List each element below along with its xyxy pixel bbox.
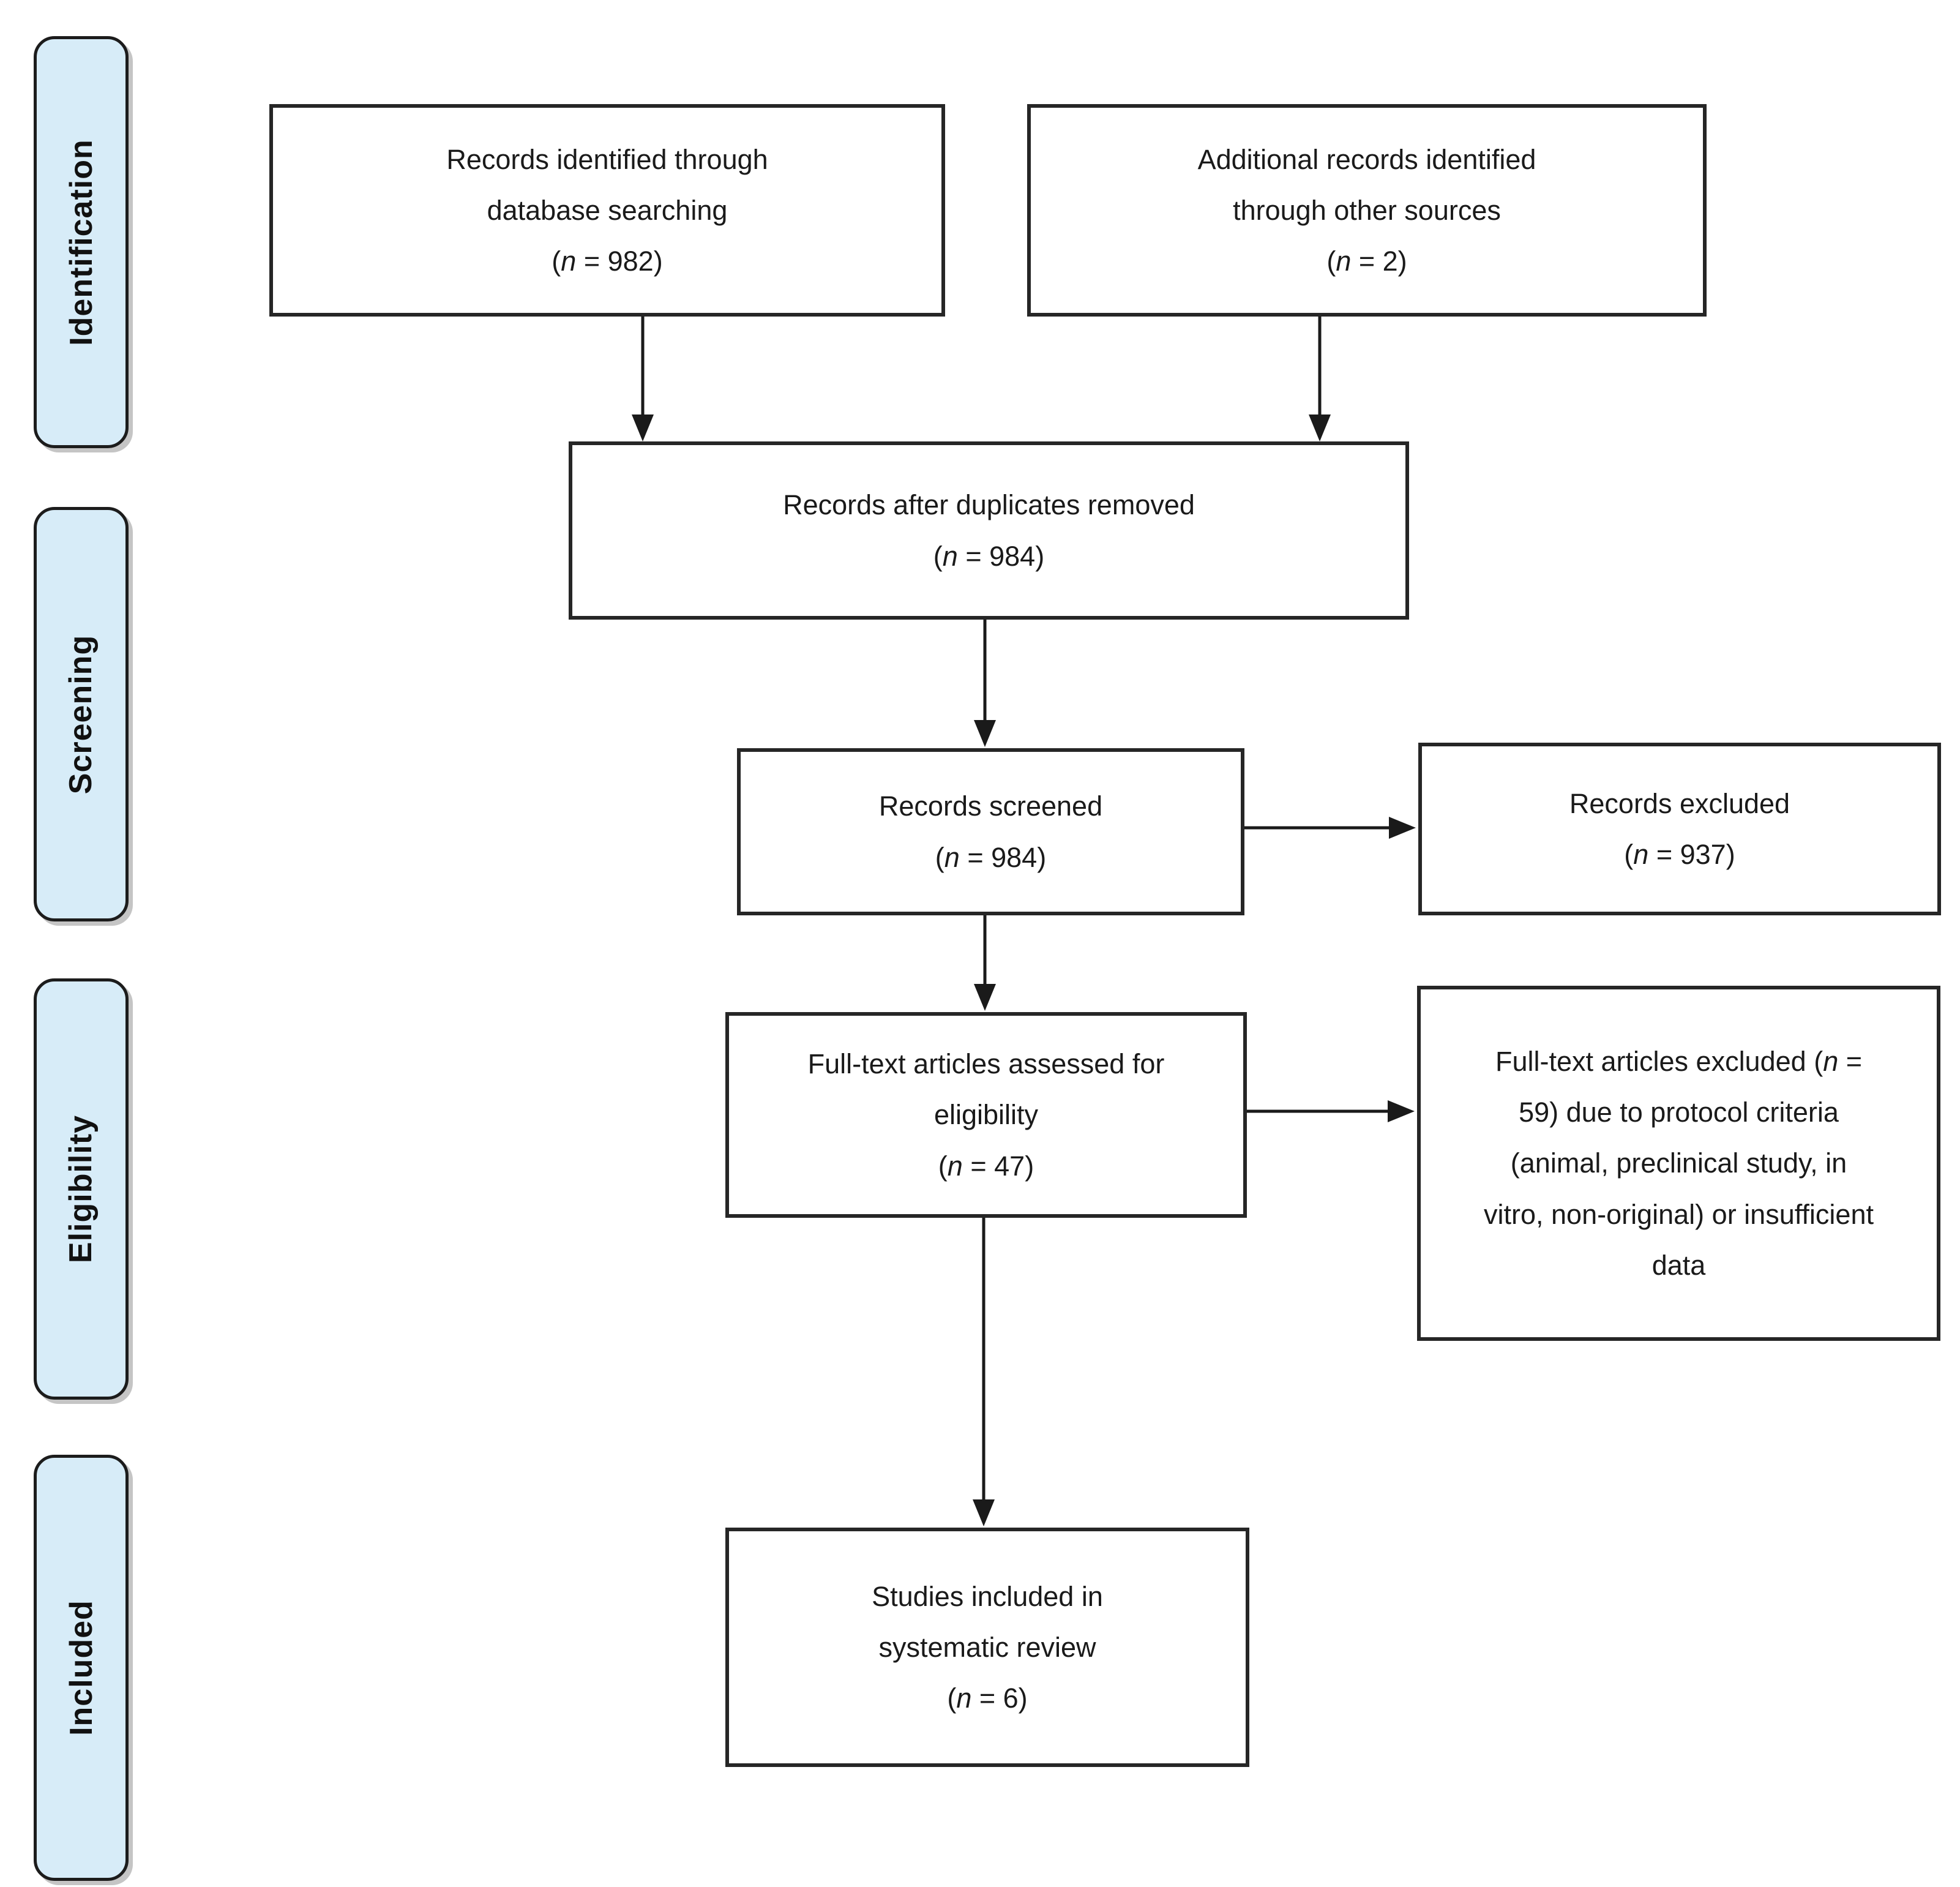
box-additional-records-label: Additional records identified through ot… bbox=[1197, 143, 1536, 226]
box-studies-included-count: (n = 6) bbox=[947, 1683, 1028, 1714]
box-fulltext-excluded-count: (n = 59) bbox=[1519, 1045, 1863, 1128]
stage-screening-label: Screening bbox=[63, 634, 99, 794]
box-fulltext-excluded: Full-text articles excluded (n = 59) due… bbox=[1417, 986, 1940, 1341]
box-records-excluded: Records excluded (n = 937) bbox=[1418, 743, 1941, 915]
box-records-identified-label: Records identified through database sear… bbox=[446, 143, 768, 226]
box-records-identified: Records identified through database sear… bbox=[269, 104, 945, 317]
box-duplicates-removed-count: (n = 984) bbox=[933, 540, 1045, 572]
stage-screening: Screening bbox=[34, 507, 129, 921]
stage-eligibility: Eligibility bbox=[34, 978, 129, 1400]
arrow-deduplicated-to-screened bbox=[974, 612, 996, 747]
box-records-excluded-label: Records excluded bbox=[1569, 787, 1790, 819]
box-studies-included-label: Studies included in systematic review bbox=[872, 1580, 1103, 1663]
box-records-identified-count: (n = 982) bbox=[552, 246, 663, 277]
stage-identification-label: Identification bbox=[63, 138, 99, 346]
box-records-screened: Records screened (n = 984) bbox=[737, 748, 1244, 915]
box-additional-records-count: (n = 2) bbox=[1326, 246, 1407, 277]
box-fulltext-excluded-reason: due to protocol criteria (animal, precli… bbox=[1484, 1097, 1874, 1281]
stage-identification: Identification bbox=[34, 36, 129, 448]
box-fulltext-excluded-label: Full-text articles excluded bbox=[1495, 1045, 1806, 1077]
box-additional-records: Additional records identified through ot… bbox=[1027, 104, 1707, 317]
box-duplicates-removed: Records after duplicates removed (n = 98… bbox=[569, 441, 1409, 620]
arrow-fulltext-to-included bbox=[973, 1210, 995, 1526]
arrow-screened-to-excluded bbox=[1237, 817, 1416, 839]
stage-eligibility-label: Eligibility bbox=[63, 1114, 99, 1264]
arrow-screened-to-fulltext bbox=[974, 908, 996, 1011]
box-fulltext-assessed: Full-text articles assessed for eligibil… bbox=[725, 1012, 1247, 1218]
box-records-screened-label: Records screened bbox=[878, 790, 1103, 822]
box-records-screened-count: (n = 984) bbox=[935, 841, 1047, 873]
arrow-identified-to-deduplicated bbox=[632, 309, 654, 441]
box-fulltext-assessed-count: (n = 47) bbox=[938, 1150, 1034, 1182]
box-duplicates-removed-label: Records after duplicates removed bbox=[783, 489, 1195, 521]
box-studies-included: Studies included in systematic review (n… bbox=[725, 1528, 1249, 1767]
box-fulltext-assessed-label: Full-text articles assessed for eligibil… bbox=[807, 1048, 1165, 1131]
stage-included-label: Included bbox=[63, 1600, 99, 1736]
box-records-excluded-count: (n = 937) bbox=[1624, 839, 1735, 870]
arrow-fulltext-to-fulltext-excluded bbox=[1240, 1100, 1415, 1122]
stage-included: Included bbox=[34, 1455, 129, 1881]
arrow-additional-to-deduplicated bbox=[1309, 309, 1331, 441]
